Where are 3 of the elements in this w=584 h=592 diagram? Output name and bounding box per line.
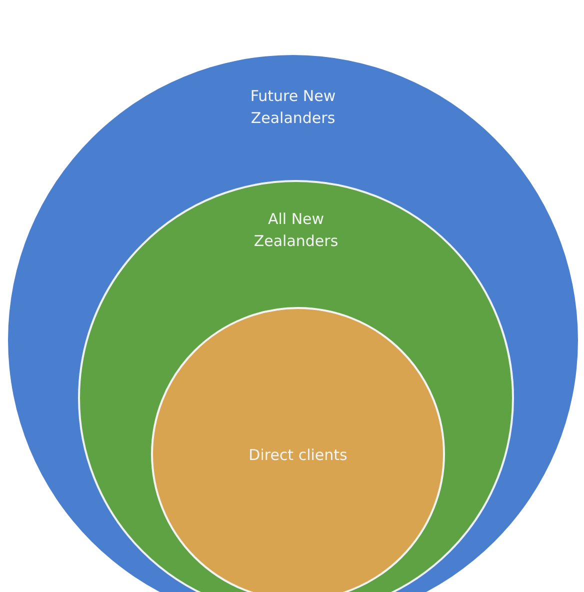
circle-label: All New Zealanders <box>252 209 340 252</box>
circle-label: Future New Zealanders <box>249 86 337 129</box>
circle-label: Direct clients <box>248 445 348 466</box>
